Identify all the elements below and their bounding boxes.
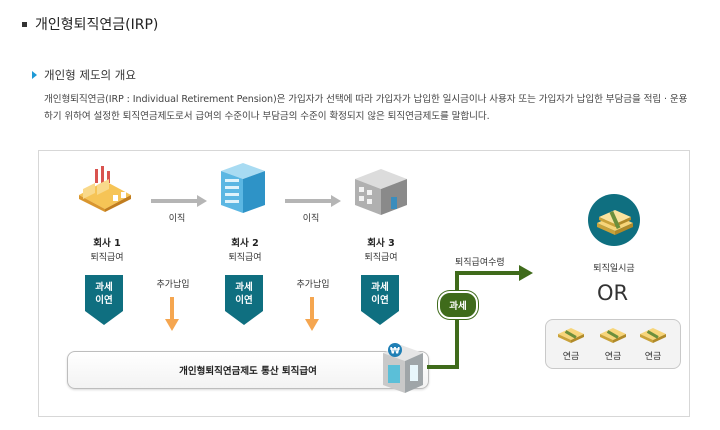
- annuity-money-icon-2: [600, 328, 626, 343]
- transfer-arrow-1-icon: [151, 195, 207, 207]
- section-heading-text: 개인형 제도의 개요: [44, 68, 136, 82]
- receipt-flow-line-icon: [427, 265, 533, 369]
- tax-badge: 과세: [438, 291, 478, 319]
- receipt-label: 퇴직급여수령: [455, 258, 505, 268]
- extra-payment-label-1: 추가납입: [156, 280, 190, 290]
- annuity-label-1: 연금: [562, 352, 580, 362]
- annuity-money-icon-3: [640, 328, 666, 343]
- triangle-bullet-icon: [32, 71, 37, 79]
- tax-deferred-line1: 과세: [371, 282, 389, 293]
- company-1-benefit: 퇴직급여: [90, 253, 124, 263]
- office-building-icon: [221, 163, 265, 213]
- irp-diagram: 회사 1 퇴직급여 이직 회사 2 퇴직급여 이직 회사 3 퇴직급여: [38, 150, 690, 417]
- bank-building-icon: ₩: [383, 343, 423, 393]
- section-heading: 개인형 제도의 개요: [32, 67, 136, 83]
- company-3-name: 회사 3: [367, 238, 395, 249]
- tax-deferred-line2: 이연: [235, 295, 253, 306]
- transfer-label-1: 이직: [168, 214, 186, 224]
- extra-payment-arrow-1-icon: [165, 297, 179, 331]
- tax-deferred-line2: 이연: [371, 295, 389, 306]
- page-title: 개인형퇴직연금(IRP): [22, 14, 158, 34]
- summary-label: 개인형퇴직연금제도 통산 퇴직급여: [179, 366, 317, 377]
- transfer-label-2: 이직: [302, 214, 320, 224]
- extra-payment-arrow-2-icon: [305, 297, 319, 331]
- annuity-label-3: 연금: [644, 352, 662, 362]
- annuity-label-2: 연금: [604, 352, 622, 362]
- annuity-money-icon-1: [558, 328, 584, 343]
- tax-deferred-line2: 이연: [95, 295, 113, 306]
- svg-text:₩: ₩: [390, 347, 400, 357]
- company-3-benefit: 퇴직급여: [364, 253, 398, 263]
- title-bullet: [22, 21, 27, 27]
- description-paragraph: 개인형퇴직연금(IRP : Individual Retirement Pens…: [44, 94, 688, 122]
- annuity-box: [545, 319, 681, 369]
- irp-summary-box: 개인형퇴직연금제도 통산 퇴직급여: [67, 351, 429, 389]
- transfer-arrow-2-icon: [285, 195, 341, 207]
- company-2-benefit: 퇴직급여: [228, 253, 262, 263]
- factory-icon: [79, 166, 131, 212]
- lump-sum-label: 퇴직일시금: [593, 264, 635, 274]
- extra-payment-label-2: 추가납입: [296, 280, 330, 290]
- tax-deferred-line1: 과세: [95, 282, 113, 293]
- company-1-name: 회사 1: [93, 238, 121, 249]
- money-bundle-icon: [588, 194, 640, 246]
- or-label: OR: [597, 281, 629, 305]
- tax-deferred-line1: 과세: [235, 282, 253, 293]
- company-2-name: 회사 2: [231, 238, 259, 249]
- page-title-text: 개인형퇴직연금(IRP): [35, 17, 159, 33]
- company-building-icon: [355, 169, 407, 215]
